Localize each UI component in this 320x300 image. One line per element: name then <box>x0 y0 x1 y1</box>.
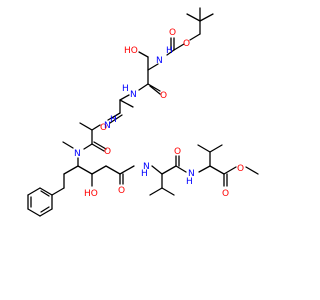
molecule-structure: O O H N HO O H N O H N O N HO O H N O H … <box>27 7 259 217</box>
atom-label-n-ala1: N <box>130 90 137 100</box>
atom-label-n-ala2-h: H <box>110 115 117 125</box>
atom-label-n-ala2: N <box>104 121 111 131</box>
atom-labels: O O H N HO O H N O H N O N HO O H N O H … <box>74 28 244 199</box>
atom-label-o-ser-amide: O <box>160 91 167 101</box>
atom-label-o-ser-hydroxyl: HO <box>124 46 138 56</box>
atom-label-n-ser-h: H <box>166 46 173 56</box>
atom-label-n-ser: N <box>156 56 163 66</box>
atom-label-o-val1-amide: O <box>174 147 181 157</box>
atom-label-o-statine-amide: O <box>118 186 125 196</box>
atom-label-n-methyl: N <box>74 149 81 159</box>
atom-label-n-val1: N <box>143 162 150 172</box>
atom-label-o-hydroxy: HO <box>84 189 98 199</box>
atom-label-o-boc-carbonyl: O <box>169 28 176 38</box>
atom-label-o-ala1-amide: O <box>100 123 107 133</box>
atom-label-n-val2-h: H <box>186 177 193 187</box>
atom-label-o-boc-ester: O <box>183 39 190 49</box>
atom-label-n-ala1-h: H <box>122 84 129 94</box>
atom-label-n-val2: N <box>188 169 195 179</box>
bond-skeleton <box>27 7 259 217</box>
atom-label-o-ester-carbonyl: O <box>222 189 229 199</box>
atom-label-o-ala2-amide: O <box>104 147 111 157</box>
atom-label-n-val1-h: H <box>141 169 148 179</box>
atom-label-o-ester-methoxy: O <box>237 164 244 174</box>
